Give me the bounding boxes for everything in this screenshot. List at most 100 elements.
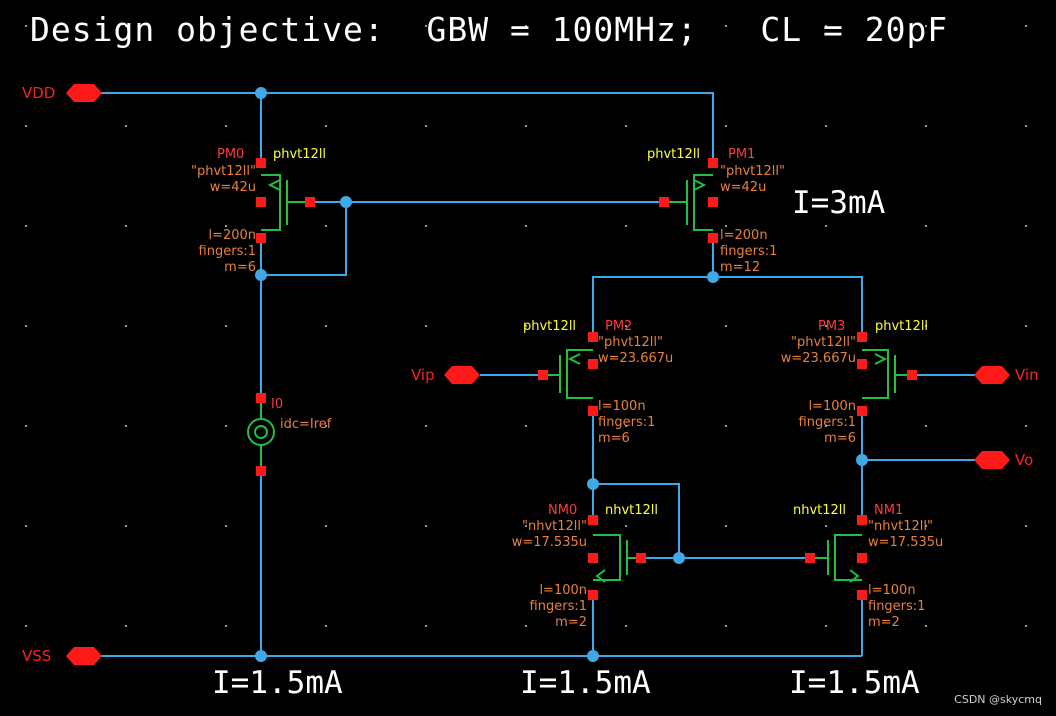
- grid-dot: [325, 425, 327, 427]
- grid-dot: [925, 325, 927, 327]
- io-pins: [66, 84, 1010, 665]
- pm2-model: phvt12ll: [523, 319, 577, 334]
- vip-pin[interactable]: [444, 366, 480, 384]
- grid-dot: [1025, 525, 1027, 527]
- grid-dot: [725, 525, 727, 527]
- pin-square: [857, 515, 867, 525]
- transistor-symbols: [247, 174, 912, 583]
- grid-dot: [1025, 225, 1027, 227]
- nm1-params: "nhvt12ll" w=17.535u l=100n fingers:1 m=…: [868, 519, 944, 630]
- pin-square: [256, 393, 266, 403]
- grid-dots: [25, 25, 1027, 627]
- vdd-pin[interactable]: [66, 84, 102, 102]
- i0-name: I0: [271, 397, 284, 412]
- grid-dot: [125, 25, 127, 27]
- grid-dot: [25, 425, 27, 427]
- grid-dot: [1025, 325, 1027, 327]
- grid-dot: [225, 125, 227, 127]
- grid-dot: [925, 625, 927, 627]
- grid-dot: [125, 425, 127, 427]
- junction-dot: [340, 196, 352, 208]
- grid-dot: [25, 625, 27, 627]
- grid-dot: [525, 325, 527, 327]
- vss-pin[interactable]: [66, 647, 102, 665]
- grid-dot: [25, 125, 27, 127]
- grid-dot: [425, 425, 427, 427]
- grid-dot: [725, 25, 727, 27]
- grid-dot: [225, 625, 227, 627]
- pin-square: [708, 197, 718, 207]
- pin-square: [538, 370, 548, 380]
- grid-dot: [125, 325, 127, 327]
- pm2-name: PM2: [605, 319, 633, 334]
- grid-dot: [625, 125, 627, 127]
- junction-dot: [255, 269, 267, 281]
- nm0-params: "nhvt12ll" w=17.535u l=100n fingers:1 m=…: [511, 519, 587, 630]
- pin-square: [857, 590, 867, 600]
- grid-dot: [825, 325, 827, 327]
- vin-pin[interactable]: [974, 366, 1010, 384]
- pin-square: [857, 553, 867, 563]
- pin-square: [256, 158, 266, 168]
- pin-square: [857, 332, 867, 342]
- pin-square: [588, 332, 598, 342]
- grid-dot: [925, 225, 927, 227]
- grid-dot: [625, 25, 627, 27]
- grid-dot: [225, 425, 227, 427]
- grid-dot: [25, 25, 27, 27]
- pin-square: [857, 406, 867, 416]
- grid-dot: [425, 25, 427, 27]
- nm0-model: nhvt12ll: [605, 503, 659, 518]
- pin-square: [588, 590, 598, 600]
- grid-dot: [225, 25, 227, 27]
- grid-dot: [925, 525, 927, 527]
- grid-dot: [725, 325, 727, 327]
- grid-dot: [325, 525, 327, 527]
- grid-dot: [325, 25, 327, 27]
- mid-branch-current: I=1.5mA: [520, 665, 651, 701]
- grid-dot: [425, 625, 427, 627]
- pin-square: [588, 359, 598, 369]
- pm0-name: PM0: [217, 147, 245, 162]
- grid-dot: [825, 225, 827, 227]
- grid-dot: [925, 25, 927, 27]
- pin-square: [256, 466, 266, 476]
- grid-dot: [625, 525, 627, 527]
- pin-square: [805, 553, 815, 563]
- grid-dot: [525, 625, 527, 627]
- grid-dot: [125, 525, 127, 527]
- vo-pin[interactable]: [974, 451, 1010, 469]
- grid-dot: [25, 225, 27, 227]
- grid-dot: [325, 125, 327, 127]
- grid-dot: [225, 525, 227, 527]
- grid-dot: [825, 525, 827, 527]
- grid-dot: [425, 525, 427, 527]
- design-objective-title: Design objective: GBW = 100MHz; CL = 20p…: [30, 10, 949, 49]
- grid-dot: [825, 125, 827, 127]
- grid-dot: [625, 225, 627, 227]
- grid-dot: [825, 425, 827, 427]
- grid-dot: [525, 525, 527, 527]
- right-branch-current: I=1.5mA: [789, 665, 920, 701]
- vip-label: Vip: [411, 366, 435, 384]
- grid-dot: [625, 425, 627, 427]
- grid-dot: [1025, 425, 1027, 427]
- pm1-model: phvt12ll: [647, 147, 701, 162]
- grid-dot: [425, 125, 427, 127]
- pm0-params: "phvt12ll" w=42u l=200n fingers:1 m=6: [190, 164, 256, 275]
- grid-dot: [525, 125, 527, 127]
- junction-dot: [707, 271, 719, 283]
- grid-dot: [425, 325, 427, 327]
- junction-dot: [856, 454, 868, 466]
- grid-dot: [925, 425, 927, 427]
- grid-dot: [525, 225, 527, 227]
- vin-label: Vin: [1015, 366, 1039, 384]
- grid-dot: [25, 325, 27, 327]
- grid-dot: [725, 125, 727, 127]
- grid-dot: [225, 225, 227, 227]
- grid-dot: [125, 225, 127, 227]
- grid-dot: [625, 325, 627, 327]
- grid-dot: [725, 225, 727, 227]
- pm1-params: "phvt12ll" w=42u l=200n fingers:1 m=12: [720, 164, 786, 275]
